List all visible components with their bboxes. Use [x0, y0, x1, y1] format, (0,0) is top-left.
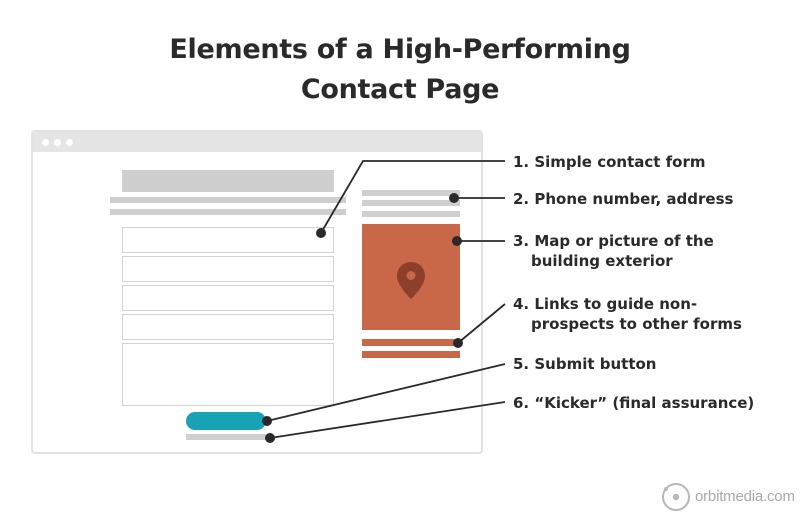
leader-line-5: [266, 363, 506, 422]
orbit-media-logo: orbitmedia.com: [660, 480, 795, 514]
map-picture: [362, 224, 460, 330]
orbit-logo-icon: [662, 483, 690, 511]
window-dot-icon: [54, 139, 61, 146]
label-submit-button: 5. Submit button: [513, 355, 657, 373]
callout-dot-3: [452, 236, 462, 246]
other-forms-link[interactable]: [362, 351, 460, 358]
form-input-field[interactable]: [122, 227, 334, 253]
browser-title-bar: [33, 132, 481, 152]
logo-text: orbitmedia.com: [695, 488, 795, 505]
callout-dot-6: [265, 433, 275, 443]
title-line-1: Elements of a High-Performing: [169, 34, 631, 65]
label-links-line-1: 4. Links to guide non-: [513, 295, 698, 313]
phone-address-line: [362, 190, 460, 196]
window-dot-icon: [42, 139, 49, 146]
kicker-text-line: [186, 434, 266, 440]
form-heading-placeholder: [122, 170, 334, 192]
leader-line-6: [269, 401, 506, 439]
page-title: Elements of a High-Performing Contact Pa…: [0, 30, 800, 110]
form-input-field[interactable]: [122, 256, 334, 282]
phone-address-line: [362, 200, 460, 206]
leader-line-1: [320, 160, 505, 234]
map-pin-icon: [397, 262, 425, 299]
label-links-guide: 4. Links to guide non- prospects to othe…: [513, 294, 742, 334]
form-input-field[interactable]: [122, 285, 334, 311]
callout-dot-5: [262, 416, 272, 426]
label-links-line-2: prospects to other forms: [531, 315, 742, 333]
label-kicker: 6. “Kicker” (final assurance): [513, 394, 755, 412]
form-input-field[interactable]: [122, 314, 334, 340]
label-phone-address: 2. Phone number, address: [513, 190, 734, 208]
window-dot-icon: [66, 139, 73, 146]
phone-address-line: [362, 211, 460, 217]
other-forms-link[interactable]: [362, 339, 460, 346]
callout-dot-4: [453, 338, 463, 348]
label-simple-contact-form: 1. Simple contact form: [513, 153, 706, 171]
form-intro-text-line: [110, 209, 346, 215]
form-intro-text-line: [110, 197, 346, 203]
submit-button[interactable]: [186, 412, 266, 430]
form-message-textarea[interactable]: [122, 343, 334, 406]
callout-dot-2: [449, 193, 459, 203]
title-line-2: Contact Page: [300, 74, 500, 105]
label-map-picture: 3. Map or picture of the building exteri…: [513, 231, 714, 271]
callout-dot-1: [316, 228, 326, 238]
label-map-line-1: 3. Map or picture of the: [513, 232, 714, 250]
label-map-line-2: building exterior: [531, 252, 673, 270]
leader-line-4: [457, 303, 506, 344]
